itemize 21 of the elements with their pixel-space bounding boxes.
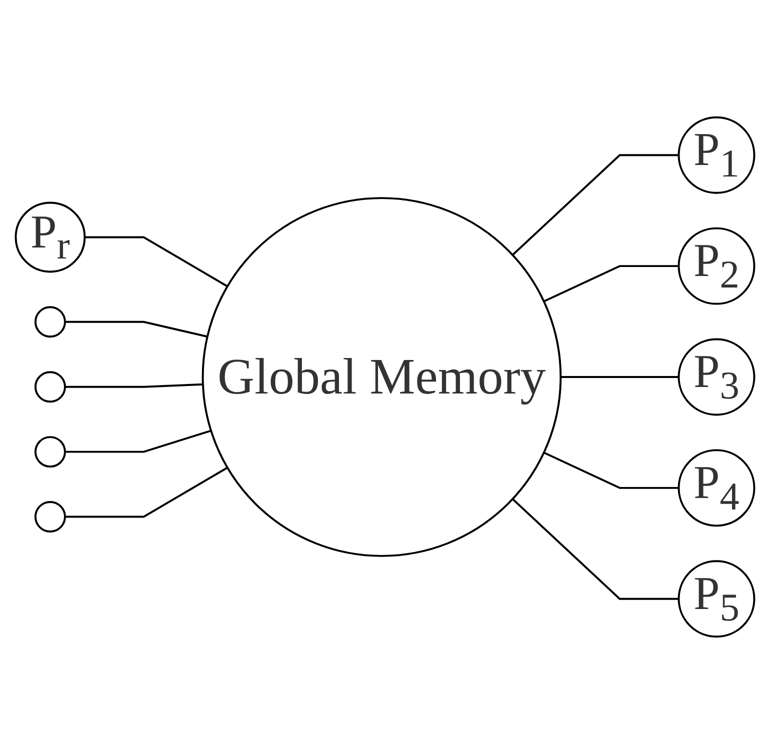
node-circle <box>34 306 66 338</box>
connector <box>64 383 203 388</box>
node-circle: P$_{1}$ <box>678 116 756 194</box>
connector <box>64 320 208 338</box>
connector <box>84 236 228 288</box>
node-circle: P$_{4}$ <box>678 449 756 527</box>
connector <box>512 498 679 600</box>
node-circle: P$_{2}$ <box>678 227 756 305</box>
connector <box>64 430 212 453</box>
connector <box>64 466 228 518</box>
connector <box>543 265 679 302</box>
node-circle: Global Memory <box>202 197 562 557</box>
connector <box>560 376 679 378</box>
connector <box>512 154 679 256</box>
node-circle <box>34 436 66 468</box>
node-circle: P$_{5}$ <box>678 560 756 638</box>
node-circle: P$_{3}$ <box>678 338 756 416</box>
node-circle <box>34 501 66 532</box>
node-circle <box>34 371 66 403</box>
node-circle: P$_{r}$ <box>14 202 86 273</box>
connector <box>543 452 679 489</box>
